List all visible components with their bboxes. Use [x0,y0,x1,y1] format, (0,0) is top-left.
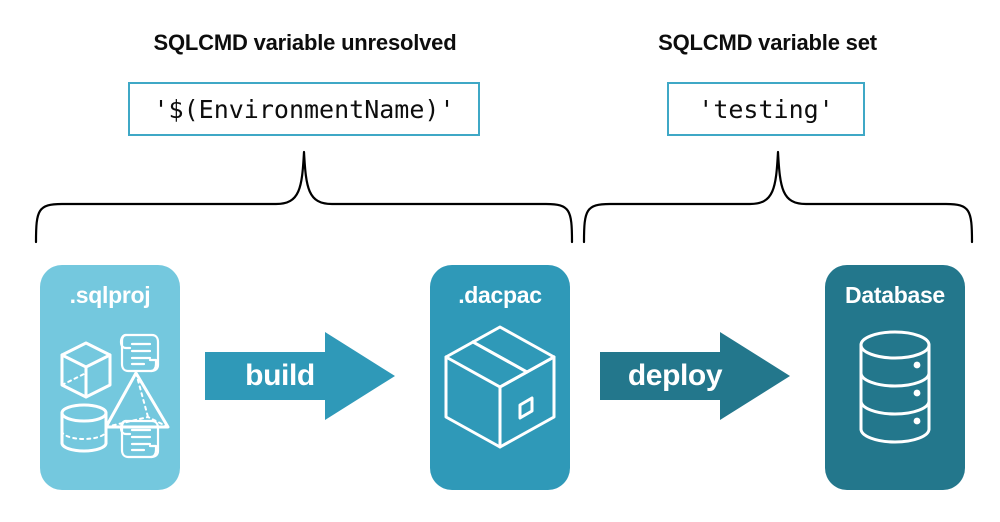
card-label-dacpac: .dacpac [458,282,542,308]
arrow-build[interactable]: build [205,332,395,420]
script-scroll-icon [119,419,160,459]
section-heading-set: SQLCMD variable set [658,30,877,55]
card-database[interactable]: Database [825,265,965,490]
card-label-database: Database [845,282,945,308]
arrow-right-icon [205,332,395,420]
database-artwork [859,330,931,444]
database-cylinder-icon [859,330,931,444]
dacpac-artwork [444,325,556,449]
code-box-set-value: 'testing' [667,82,865,136]
card-dacpac[interactable]: .dacpac [430,265,570,490]
pyramid-icon [104,371,170,429]
cube-icon [60,341,112,399]
script-scroll-icon [119,333,160,373]
arrow-right-icon [600,332,790,420]
section-heading-unresolved: SQLCMD variable unresolved [153,30,457,55]
brace-connector-right [582,150,974,244]
cylinder-icon [60,403,108,453]
arrow-deploy[interactable]: deploy [600,332,790,420]
card-sqlproj[interactable]: .sqlproj [40,265,180,490]
card-label-sqlproj: .sqlproj [69,282,151,308]
code-box-unresolved-value: '$(EnvironmentName)' [128,82,480,136]
sqlproj-artwork [60,333,170,459]
package-box-icon [444,325,556,449]
brace-connector-left [34,150,574,244]
